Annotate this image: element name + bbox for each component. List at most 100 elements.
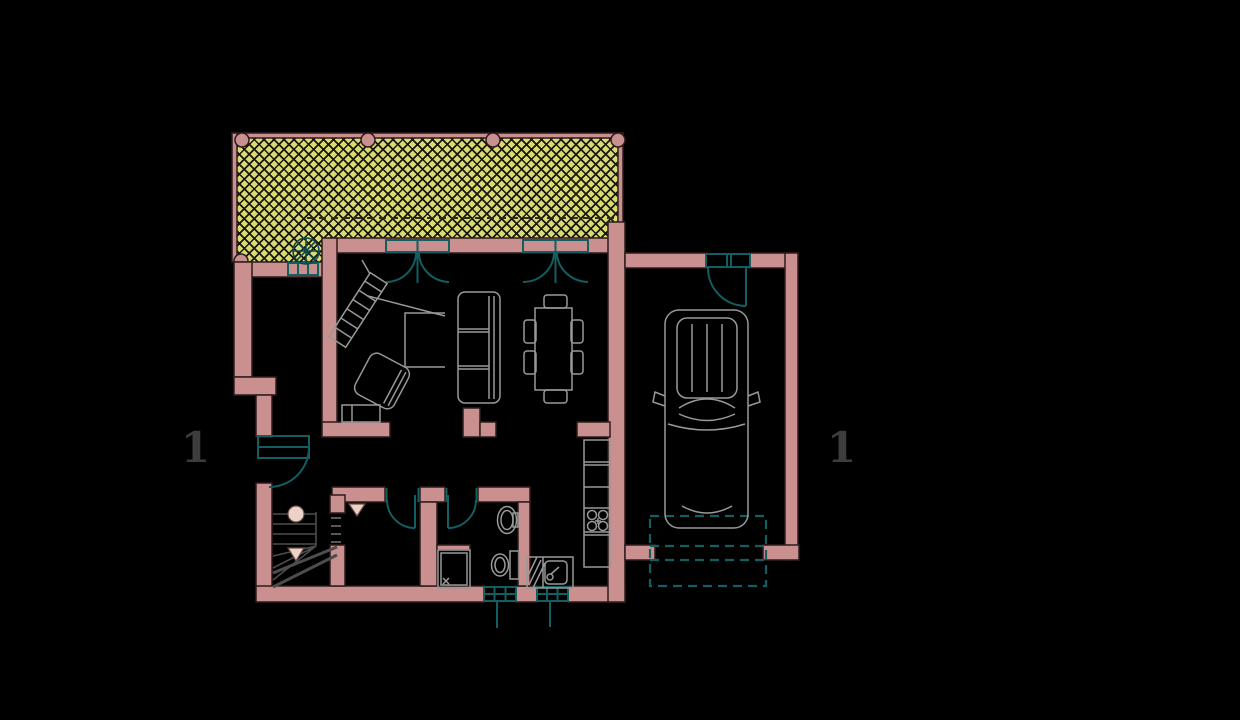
chimney-block-a [462, 407, 481, 438]
terrace-column [234, 132, 250, 148]
sink-basin [544, 560, 568, 585]
staircase [272, 505, 341, 589]
car-grille [681, 505, 733, 514]
terrace-border-left [231, 132, 238, 263]
furniture [327, 259, 611, 589]
terrace-columns [233, 132, 626, 269]
wall-garage-bottom-left [624, 544, 656, 561]
dining-chair [523, 319, 537, 344]
wall-garage-bottom-right [762, 544, 800, 561]
car-body [664, 309, 749, 529]
dining-chair [543, 389, 568, 404]
coffee-table [404, 312, 445, 368]
car-roof-lines [691, 324, 723, 392]
terrace-column [360, 132, 376, 148]
walls [233, 221, 800, 603]
sofa [457, 291, 501, 404]
dining-chair [523, 350, 537, 375]
window-bottom-left [483, 586, 517, 628]
shelf-rungs [334, 280, 383, 339]
burner [586, 509, 598, 521]
counter-dividers [584, 461, 610, 536]
armchair [353, 352, 411, 410]
sink-spout [550, 566, 560, 575]
shower-inner [440, 552, 468, 586]
section-marker-right: 1 [827, 423, 856, 472]
sink-outline [496, 505, 518, 535]
toilet-bowl-inner [494, 556, 506, 574]
shelf-diagonal [327, 259, 446, 349]
pantry-arrow [347, 503, 367, 518]
pantry-door-swing [386, 499, 416, 529]
bathroom [347, 503, 520, 589]
entrance-door [257, 435, 310, 488]
plant-scribble [293, 238, 319, 264]
sofa-outline [457, 291, 501, 404]
car-windshield [678, 398, 736, 409]
sink-tap [512, 512, 519, 528]
pantry-door-jambs [385, 488, 420, 502]
bath-door-jambs [445, 488, 478, 502]
interior-door-bathroom [445, 488, 478, 529]
shelf-edge-line [361, 259, 371, 275]
toilet-tank [509, 550, 520, 580]
wall-living-south [321, 421, 391, 438]
stove-mark [595, 518, 601, 524]
stove [586, 509, 609, 532]
french-door-left-swing2 [418, 251, 450, 283]
wall-stair-east-top [329, 494, 346, 514]
car-hood-line [667, 423, 746, 431]
window-bottom-right [536, 586, 569, 627]
sink-unit-outline [526, 556, 574, 589]
car-cabin [676, 317, 738, 399]
garage-side-door-swing [707, 267, 747, 307]
garage-side-door-mullions [726, 254, 732, 267]
sofa-back [488, 296, 495, 399]
dining-chair [570, 319, 584, 344]
wall-left-step [233, 376, 277, 396]
tv-board-outline [341, 404, 381, 423]
wall-right-shared [607, 221, 626, 603]
kitchen-sink [526, 556, 574, 589]
armchair-back [383, 369, 407, 407]
terrace-plant [292, 237, 320, 265]
french-door-right-swing2 [556, 251, 589, 283]
kitchen-counter [583, 439, 611, 568]
dining-set [523, 294, 584, 404]
terrace-deck-hatch [237, 137, 618, 262]
wall-pantry-bath [419, 501, 438, 587]
stair-flight-edges [272, 545, 338, 589]
wall-garage-right [784, 252, 799, 561]
wall-corridor-3 [477, 486, 531, 503]
toilet-bowl [490, 553, 510, 577]
french-door-right-swing [522, 251, 555, 283]
bath-door-swing [447, 499, 477, 529]
car-cowl-line [678, 413, 736, 422]
terrace-column [485, 132, 501, 148]
armchair-outline [353, 352, 411, 410]
wall-stair-east-bottom [329, 544, 346, 587]
interior-door-pantry [385, 488, 420, 529]
tv-board [341, 404, 381, 423]
bathroom-sink [496, 505, 519, 535]
shelf-outline [327, 271, 389, 349]
entrance-door-swing [268, 446, 310, 488]
shower-outline [437, 549, 471, 589]
stair-column [287, 505, 305, 523]
shelf-pointer-line [367, 295, 446, 317]
wall-left-below-entry [255, 482, 273, 589]
dining-table [534, 307, 573, 391]
sink-drainer-hatch [526, 556, 546, 589]
bathroom-shower [437, 549, 471, 589]
section-marker-left: 1 [181, 423, 210, 472]
garage-side-door [705, 253, 751, 307]
wall-garage-top-left [624, 252, 707, 269]
toilet [490, 550, 520, 580]
window-mullions [484, 587, 516, 601]
wall-bath-east [517, 501, 531, 587]
wall-left-above-entry [255, 394, 273, 438]
terrace-column [610, 132, 626, 148]
car [652, 309, 761, 529]
car-mirrors [652, 390, 761, 407]
